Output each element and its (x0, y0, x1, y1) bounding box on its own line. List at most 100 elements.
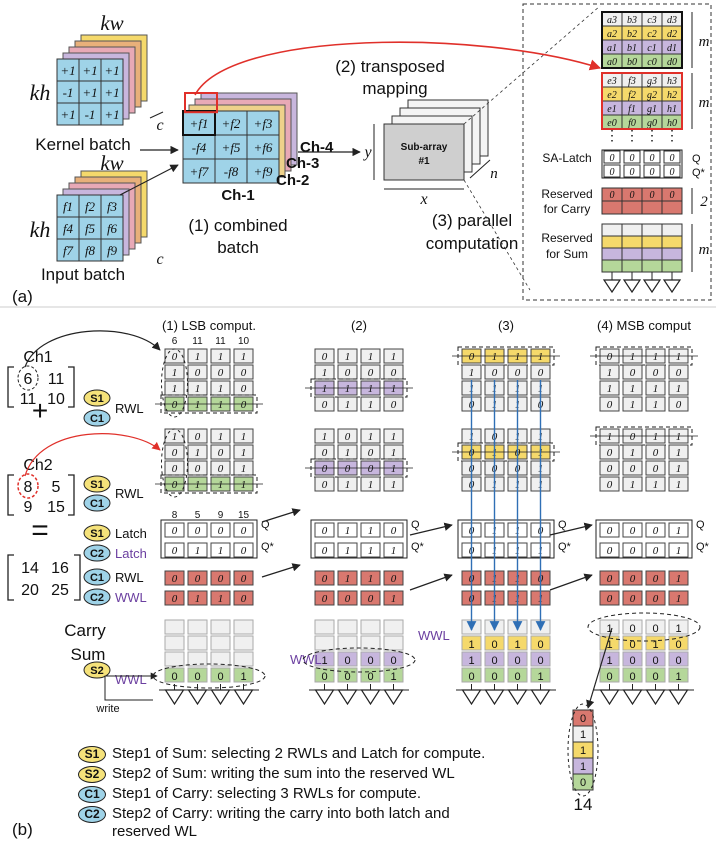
step3-ch1-row3-cell (622, 396, 643, 412)
step0-ch1-row1-text: 1 (172, 367, 178, 379)
input-title: Input batch (41, 265, 125, 284)
final-col-cell (572, 773, 594, 791)
step3-ch2-row1-text: 1 (676, 447, 682, 459)
step1-carry2-cell (383, 590, 404, 606)
step1-ch1-row0-cell (314, 348, 335, 364)
step0-ch2-row1-text: 0 (172, 447, 178, 459)
step0-latch2-cell (164, 542, 185, 558)
step0-sum-text: 1 (240, 671, 246, 683)
step0-ch1-row1-text: 0 (241, 367, 247, 379)
step0-sum-cell (233, 635, 254, 651)
input-batch-cell-text: f6 (107, 221, 118, 236)
step3-sum-text: 0 (629, 639, 635, 651)
step3-sum-cell (668, 667, 689, 683)
step3-ch1-row3-text: 1 (630, 399, 636, 411)
ch1-highlight (17, 365, 39, 391)
step3-ch2-row1-text: 0 (653, 447, 659, 459)
step1-latch2-text: 1 (391, 545, 397, 557)
step1-ch2-row0-text: 1 (368, 431, 374, 443)
ch1-matrix-bracket-r (68, 366, 75, 408)
step1-ch1-row1-text: 1 (322, 367, 328, 379)
step0-latch2-text: 1 (218, 545, 224, 557)
step2-sum-text: 1 (468, 639, 474, 651)
step2-ch1-row0-text: 1 (492, 351, 498, 363)
channel-ch4: Ch-4 (300, 139, 334, 156)
step0-latch2-cell (210, 542, 231, 558)
input-batch-cell (100, 238, 124, 262)
rwl-label-1: RWL (115, 401, 144, 416)
detail-sa-triangle (602, 279, 622, 294)
detail-block2-text: h1 (667, 104, 677, 115)
step3-carry1-text: 0 (630, 573, 636, 585)
step3-carry2-cell (599, 590, 620, 606)
step3-latch-cell (668, 522, 689, 538)
step0-sum-text: 0 (217, 671, 223, 683)
ch2-matrix-v11: 15 (47, 499, 65, 516)
step3-ch2-row2-text: 1 (676, 463, 682, 475)
combined-cell (214, 158, 248, 184)
step0-ch1-row3-text: 0 (172, 399, 178, 411)
step1-latch2-cell (314, 542, 335, 558)
step1-carry1-cell (337, 570, 358, 586)
step3-ch1-row1-text: 0 (630, 367, 636, 379)
combined-highlight (182, 110, 216, 136)
step1-carry2-text: 0 (322, 593, 328, 605)
step1-latch-text: 0 (391, 525, 397, 537)
wwl-step3: WWL (418, 628, 450, 643)
kernel-batch-cell-text: +1 (60, 63, 75, 78)
step1-sa-triangle (360, 689, 381, 706)
sum-ellipse-step4 (587, 612, 701, 642)
pill-c2-a (83, 544, 111, 562)
pill-c2-b (83, 588, 111, 606)
detail-carry-text: 0 (670, 190, 675, 201)
step1-ch1-row0-text: 1 (391, 351, 397, 363)
step1-latch2-text: 1 (345, 545, 351, 557)
step0-ch1-row2-text: 1 (195, 383, 201, 395)
kernel-kh: kh (30, 80, 51, 105)
step0-ch1-row1-cell (233, 364, 254, 380)
step-title-2: (3) (498, 318, 514, 333)
step3-ch2-row1-text: 1 (630, 447, 636, 459)
detail-carry-label2: for Carry (544, 202, 591, 216)
step3-ch1-row0-text: 1 (630, 351, 636, 363)
step0-latch2-text: 1 (195, 545, 201, 557)
step1-sum-text: 0 (321, 671, 327, 683)
latch-label-1: Latch (115, 526, 147, 541)
step0-sum-cell (187, 635, 208, 651)
detail-block1-m: m (699, 34, 710, 50)
step0-ch1-row1-cell (210, 364, 231, 380)
step2-sum-text: 0 (514, 655, 520, 667)
step0-carry1-cell (233, 570, 254, 586)
detail-sum-m: m (699, 242, 710, 258)
combined-caption-1: (1) combined (188, 216, 287, 235)
step0-ch2-row3-text: 1 (195, 479, 201, 491)
step3-carry2-text: 0 (630, 593, 636, 605)
step1-ch2-row2-text: 0 (345, 463, 351, 475)
result-v10: 20 (21, 582, 39, 599)
step1-ch1-row1-text: 0 (345, 367, 351, 379)
detail-block1-border (601, 11, 683, 69)
detail-latch-cell (663, 150, 681, 164)
step3-latch-text: 0 (630, 525, 636, 537)
step2-ch1-row1-cell (484, 364, 505, 380)
step3-latch-text: 1 (676, 525, 682, 537)
step0-carry2-text: 0 (241, 593, 247, 605)
lsb-ellipse-ch1 (161, 348, 188, 418)
step0-sa-triangle (187, 689, 208, 706)
step3-sum-text: 0 (652, 655, 658, 667)
carry-label: Carry (64, 621, 106, 640)
step1-ch1-row0-cell (360, 348, 381, 364)
step0-latch-text: 0 (195, 525, 201, 537)
step1-sum-cell (383, 635, 404, 651)
step1-q: Q (411, 519, 420, 531)
detail-latch-text: 0 (610, 167, 615, 178)
step1-carry2-text: 0 (368, 593, 374, 605)
step3-sa-triangle (668, 689, 689, 706)
step0-ch1-row1-text: 0 (218, 367, 224, 379)
plus-sign: + (32, 395, 48, 426)
detail-latch-text: 0 (670, 153, 675, 164)
detail-latch-text: 0 (630, 167, 635, 178)
input-batch-cell-text: f5 (85, 221, 96, 236)
detail-sa-triangle (622, 279, 642, 294)
step1-latch2-cell (360, 542, 381, 558)
